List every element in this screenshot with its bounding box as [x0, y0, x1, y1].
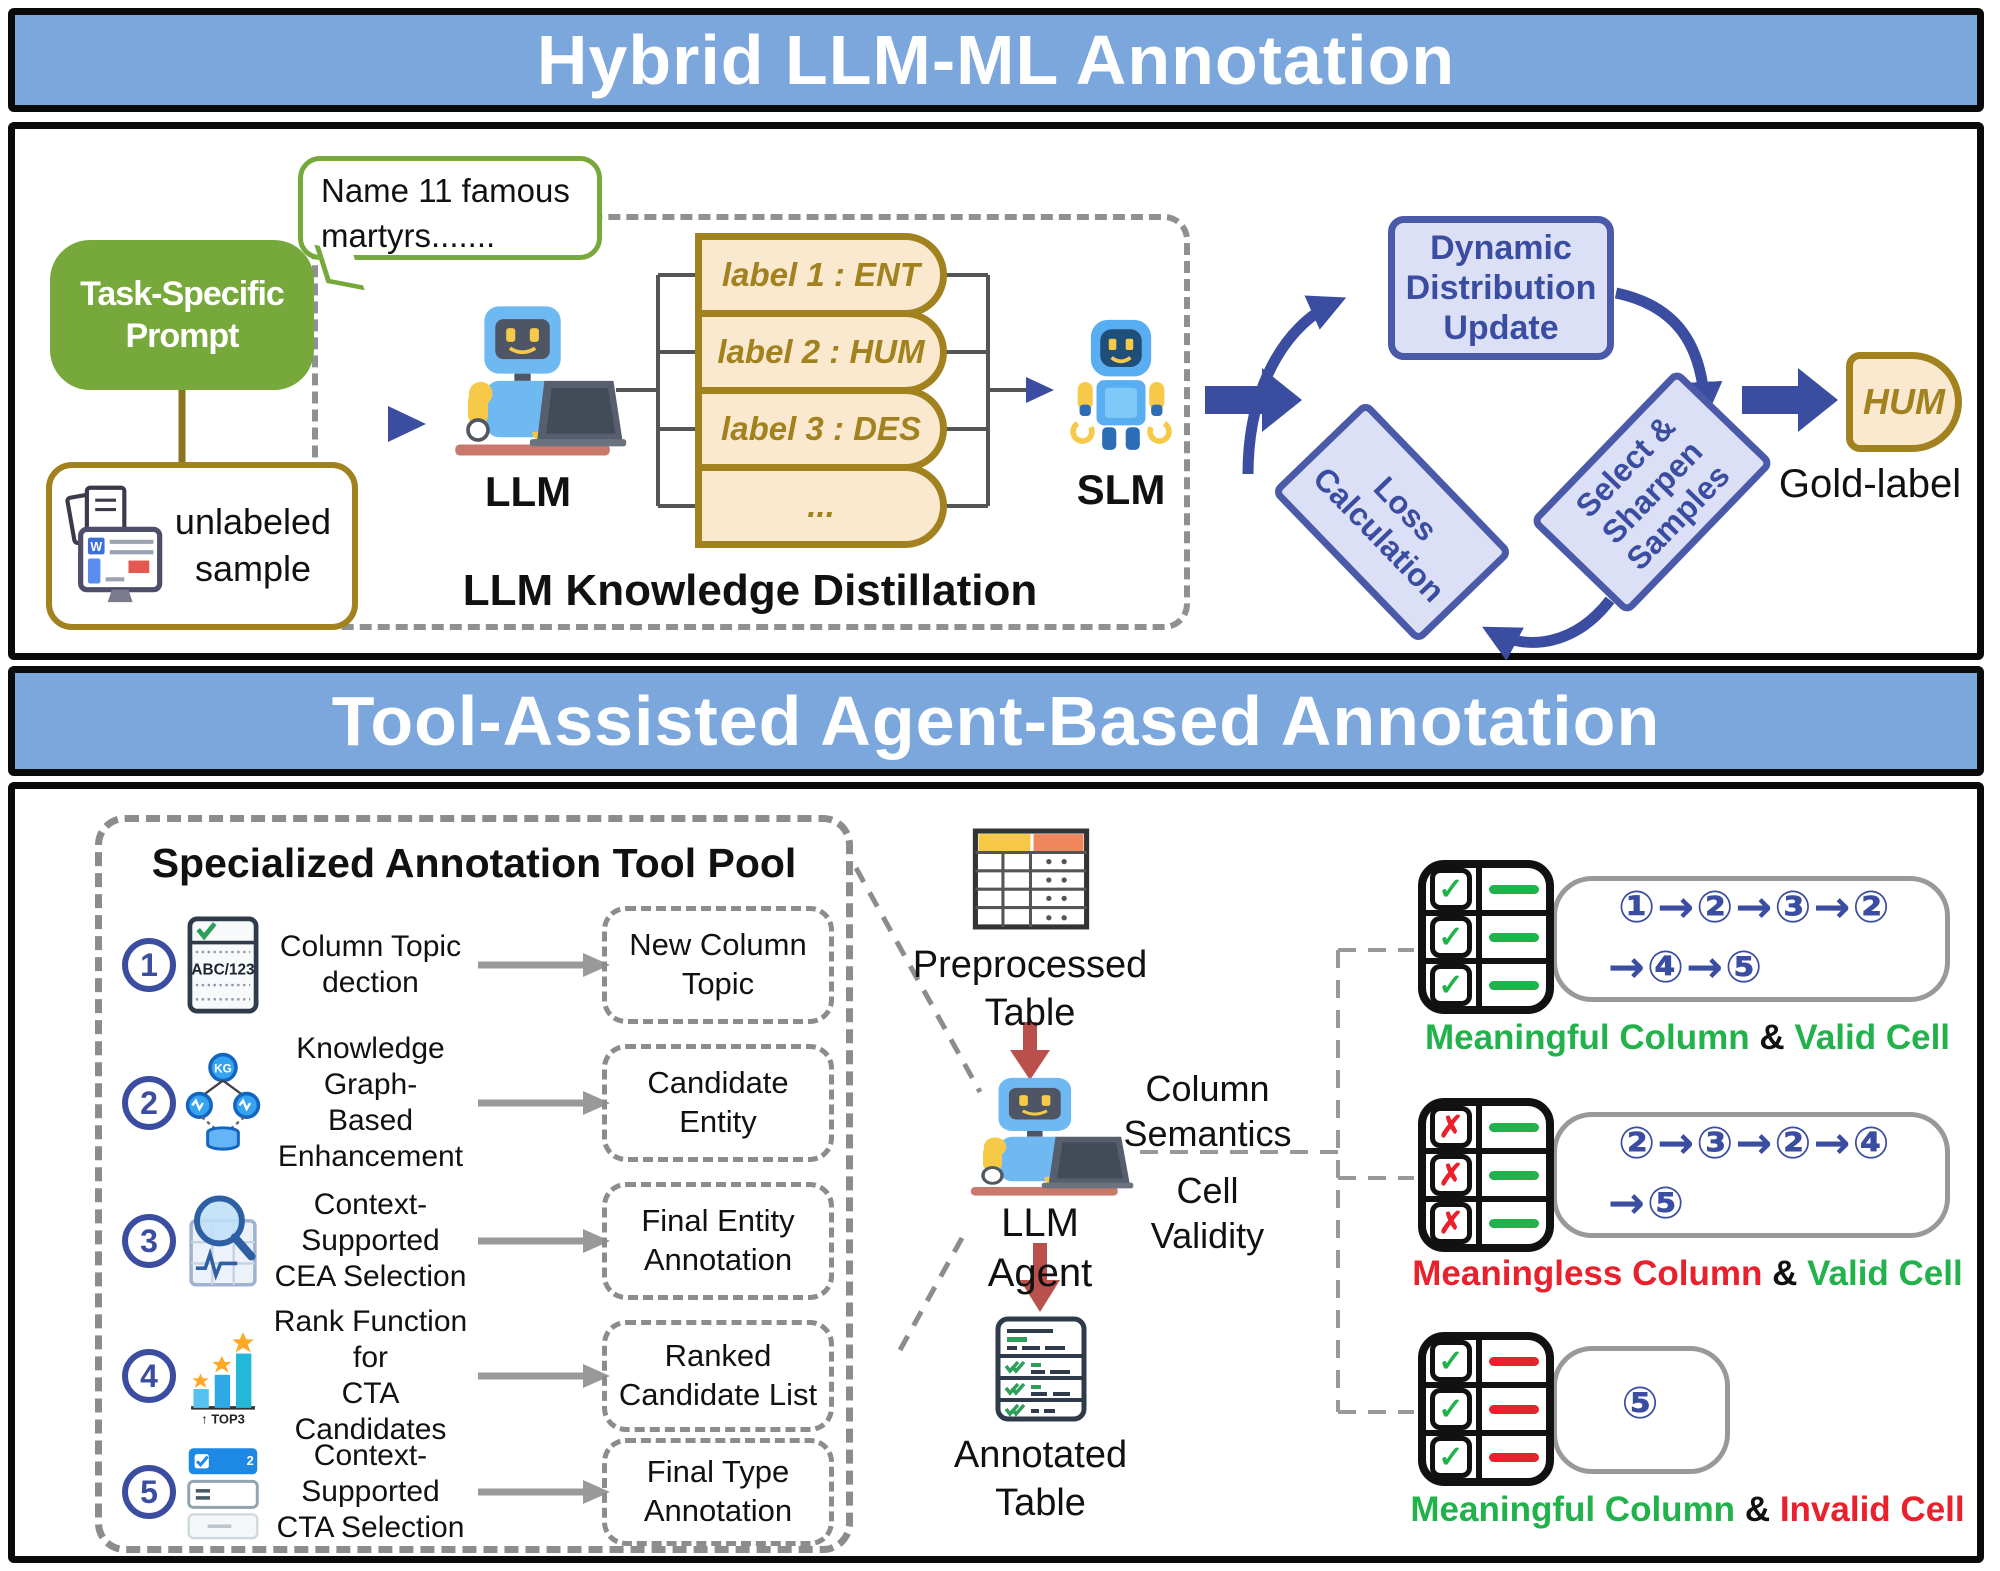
- rank-top3-icon: ↑ TOP3: [191, 1332, 255, 1426]
- tool-number-5: 5: [122, 1465, 176, 1519]
- preprocessed-table-icon: [972, 828, 1090, 930]
- tool-flow-3: ⑤: [1621, 1378, 1661, 1429]
- valid-cell-line: [1489, 1170, 1539, 1180]
- label-capsule-4: ...: [695, 464, 947, 548]
- kg-label: KG: [214, 1061, 232, 1075]
- checklist-icon: 2: [187, 1448, 259, 1540]
- tool-output-3: Final Entity Annotation: [602, 1182, 834, 1300]
- gold-label-caption: Gold-label: [1778, 462, 1962, 506]
- knowledge-distillation-title: LLM Knowledge Distillation: [462, 566, 1038, 615]
- speech-bubble: Name 11 famous martyrs.......: [298, 156, 602, 260]
- tool-name-2: Knowledge Graph- Based Enhancement: [277, 1032, 464, 1173]
- outcome-table-2: ✗ ✗ ✗: [1418, 1098, 1554, 1252]
- label-capsule-2: label 2 : HUM: [695, 310, 947, 394]
- llm-agent-robot-icon: [970, 1077, 1134, 1196]
- unlabeled-sample-box: W unlabeled sample: [46, 462, 358, 630]
- task-specific-prompt-box: Task-Specific Prompt: [50, 240, 314, 390]
- cycle-dynamic-distribution-update: Dynamic Distribution Update: [1388, 216, 1614, 360]
- tool-number-2: 2: [122, 1076, 176, 1130]
- valid-cell-line: [1489, 932, 1539, 942]
- tool-flow-2-line2: →⑤: [1608, 1178, 1687, 1229]
- tool-output-4: Ranked Candidate List: [602, 1320, 834, 1432]
- check-icon: ✓: [1430, 916, 1472, 958]
- hybrid-header-bar: Hybrid LLM-ML Annotation: [8, 8, 1984, 112]
- cross-icon: ✗: [1430, 1154, 1472, 1196]
- tool-flow-2-line1: ②→③→②→④: [1618, 1118, 1892, 1169]
- check-icon: ✓: [1430, 1436, 1472, 1478]
- unlabeled-sample-label: unlabeled sample: [174, 501, 332, 589]
- tool-flow-1-line2: →④→⑤: [1608, 942, 1765, 993]
- valid-cell-line: [1489, 980, 1539, 990]
- agent-header-bar: Tool-Assisted Agent-Based Annotation: [8, 666, 1984, 776]
- knowledge-distillation-box: [312, 214, 1190, 630]
- llm-label: LLM: [484, 468, 572, 515]
- magnifier-chart-icon: [189, 1195, 257, 1287]
- annotated-table-label: Annotated Table: [953, 1434, 1128, 1524]
- valid-cell-line: [1489, 1218, 1539, 1228]
- tool-flow-1-line1: ①→②→③→②: [1618, 882, 1892, 933]
- badge-2: 2: [247, 1453, 254, 1468]
- check-icon: ✓: [1430, 868, 1472, 910]
- invalid-cell-line: [1489, 1452, 1539, 1462]
- tool-output-5: Final Type Annotation: [602, 1438, 834, 1546]
- outcome-table-1: ✓ ✓ ✓: [1418, 860, 1554, 1014]
- hybrid-header-title: Hybrid LLM-ML Annotation: [536, 21, 1456, 99]
- outcome-table-3: ✓ ✓ ✓: [1418, 1332, 1554, 1486]
- cross-icon: ✗: [1430, 1202, 1472, 1244]
- cell-validity-label: Cell Validity: [1150, 1170, 1265, 1256]
- gold-label-value-box: HUM: [1846, 352, 1962, 452]
- check-icon: ✓: [1430, 1388, 1472, 1430]
- outcome-callout-1: [1552, 876, 1950, 1002]
- tool-name-5: Context-Supported CTA Selection: [276, 1439, 465, 1544]
- tool-pool-title: Specialized Annotation Tool Pool: [151, 840, 797, 886]
- check-icon: ✓: [1430, 1340, 1472, 1382]
- check-icon: ✓: [1430, 964, 1472, 1006]
- outcome-callout-3: [1552, 1346, 1730, 1474]
- valid-cell-line: [1489, 1122, 1539, 1132]
- cross-icon: ✗: [1430, 1106, 1472, 1148]
- outcome-caption-1: Meaningful Column & Valid Cell: [1424, 1018, 1951, 1057]
- tool-number-3: 3: [122, 1214, 176, 1268]
- tool-name-3: Context-Supported CEA Selection: [274, 1188, 467, 1293]
- tool-output-2: Candidate Entity: [602, 1044, 834, 1162]
- slm-robot-icon: [1070, 319, 1172, 450]
- tool-number-4: 4: [122, 1349, 176, 1403]
- column-semantics-label: Column Semantics: [1123, 1068, 1292, 1154]
- top3-label: ↑ TOP3: [201, 1411, 245, 1426]
- outcome-caption-3: Meaningful Column & Invalid Cell: [1410, 1490, 1965, 1529]
- annotated-table-icon: [995, 1316, 1087, 1422]
- agent-header-title: Tool-Assisted Agent-Based Annotation: [331, 682, 1661, 760]
- abc123-label: ABC/123: [191, 961, 254, 978]
- tool-number-1: 1: [122, 938, 176, 992]
- knowledge-graph-icon: KG: [185, 1052, 261, 1151]
- tool-output-1: New Column Topic: [602, 906, 834, 1024]
- preprocessed-table-label: Preprocessed Table: [912, 944, 1148, 1034]
- outcome-caption-2: Meaningless Column & Valid Cell: [1412, 1254, 1963, 1293]
- outcome-callout-2: [1552, 1112, 1950, 1238]
- tool-pool-box: [95, 815, 853, 1553]
- invalid-cell-line: [1489, 1404, 1539, 1414]
- label-capsule-1: label 1 : ENT: [695, 233, 947, 317]
- llm-agent-label: LLM Agent: [987, 1201, 1093, 1295]
- documents-monitor-icon: W: [65, 485, 163, 603]
- valid-cell-line: [1489, 884, 1539, 894]
- label-capsule-3: label 3 : DES: [695, 387, 947, 471]
- tool-name-4: Rank Function for CTA Candidates: [273, 1305, 468, 1446]
- column-topic-table-icon: ABC/123: [187, 916, 259, 1014]
- slm-label: SLM: [1076, 466, 1166, 513]
- llm-robot-icon: [455, 306, 627, 456]
- tool-name-1: Column Topic dection: [279, 930, 462, 999]
- invalid-cell-line: [1489, 1356, 1539, 1366]
- w-doc-letter: W: [90, 540, 102, 554]
